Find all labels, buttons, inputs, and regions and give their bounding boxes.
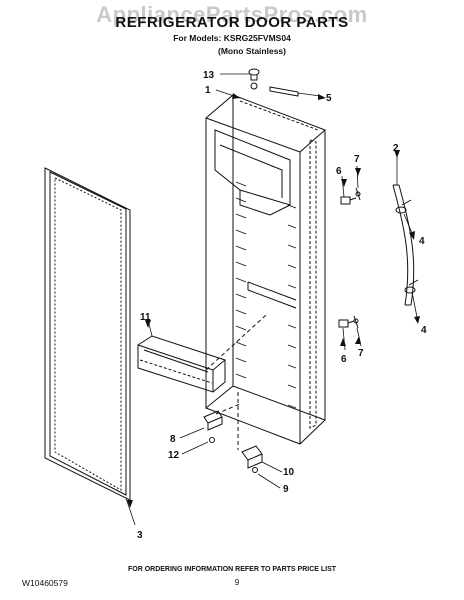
callout-6-upper: 6	[336, 166, 342, 177]
callout-7-upper: 7	[354, 154, 360, 165]
top-screw	[248, 68, 260, 90]
callout-9: 9	[283, 484, 289, 495]
hinge-plate	[241, 445, 263, 473]
handle-mount-upper	[340, 187, 361, 205]
callout-1: 1	[205, 85, 211, 96]
callout-8: 8	[170, 434, 176, 445]
ordering-info: FOR ORDERING INFORMATION REFER TO PARTS …	[127, 566, 337, 573]
callout-7-lower: 7	[358, 348, 364, 359]
watermark: AppliancePartsPros.com	[96, 2, 368, 27]
page-title: REFRIGERATOR DOOR PARTS	[115, 14, 349, 31]
finish-line: (Mono Stainless)	[217, 46, 286, 56]
models-line: For Models: KSRG25FVMS04	[173, 33, 291, 43]
callout-3: 3	[137, 530, 143, 541]
cap-strip	[269, 86, 299, 97]
callout-13: 13	[203, 70, 215, 81]
callout-10: 10	[283, 467, 295, 478]
arrowheads	[127, 93, 420, 508]
callout-11: 11	[140, 312, 151, 323]
hinge-bushing	[203, 410, 223, 443]
callout-4-lower: 4	[421, 325, 427, 336]
door-gasket	[44, 167, 131, 501]
callout-6-lower: 6	[341, 354, 347, 365]
door-liner	[205, 93, 326, 445]
door-bin	[137, 314, 267, 393]
callout-12: 12	[168, 450, 180, 461]
callout-5: 5	[326, 93, 332, 104]
callout-4-upper: 4	[419, 236, 425, 247]
callout-2: 2	[393, 143, 399, 154]
page-number: 9	[234, 578, 240, 587]
handle-mount-lower	[338, 315, 359, 329]
door-handle	[392, 184, 419, 306]
doc-number: W10460579	[22, 578, 68, 588]
